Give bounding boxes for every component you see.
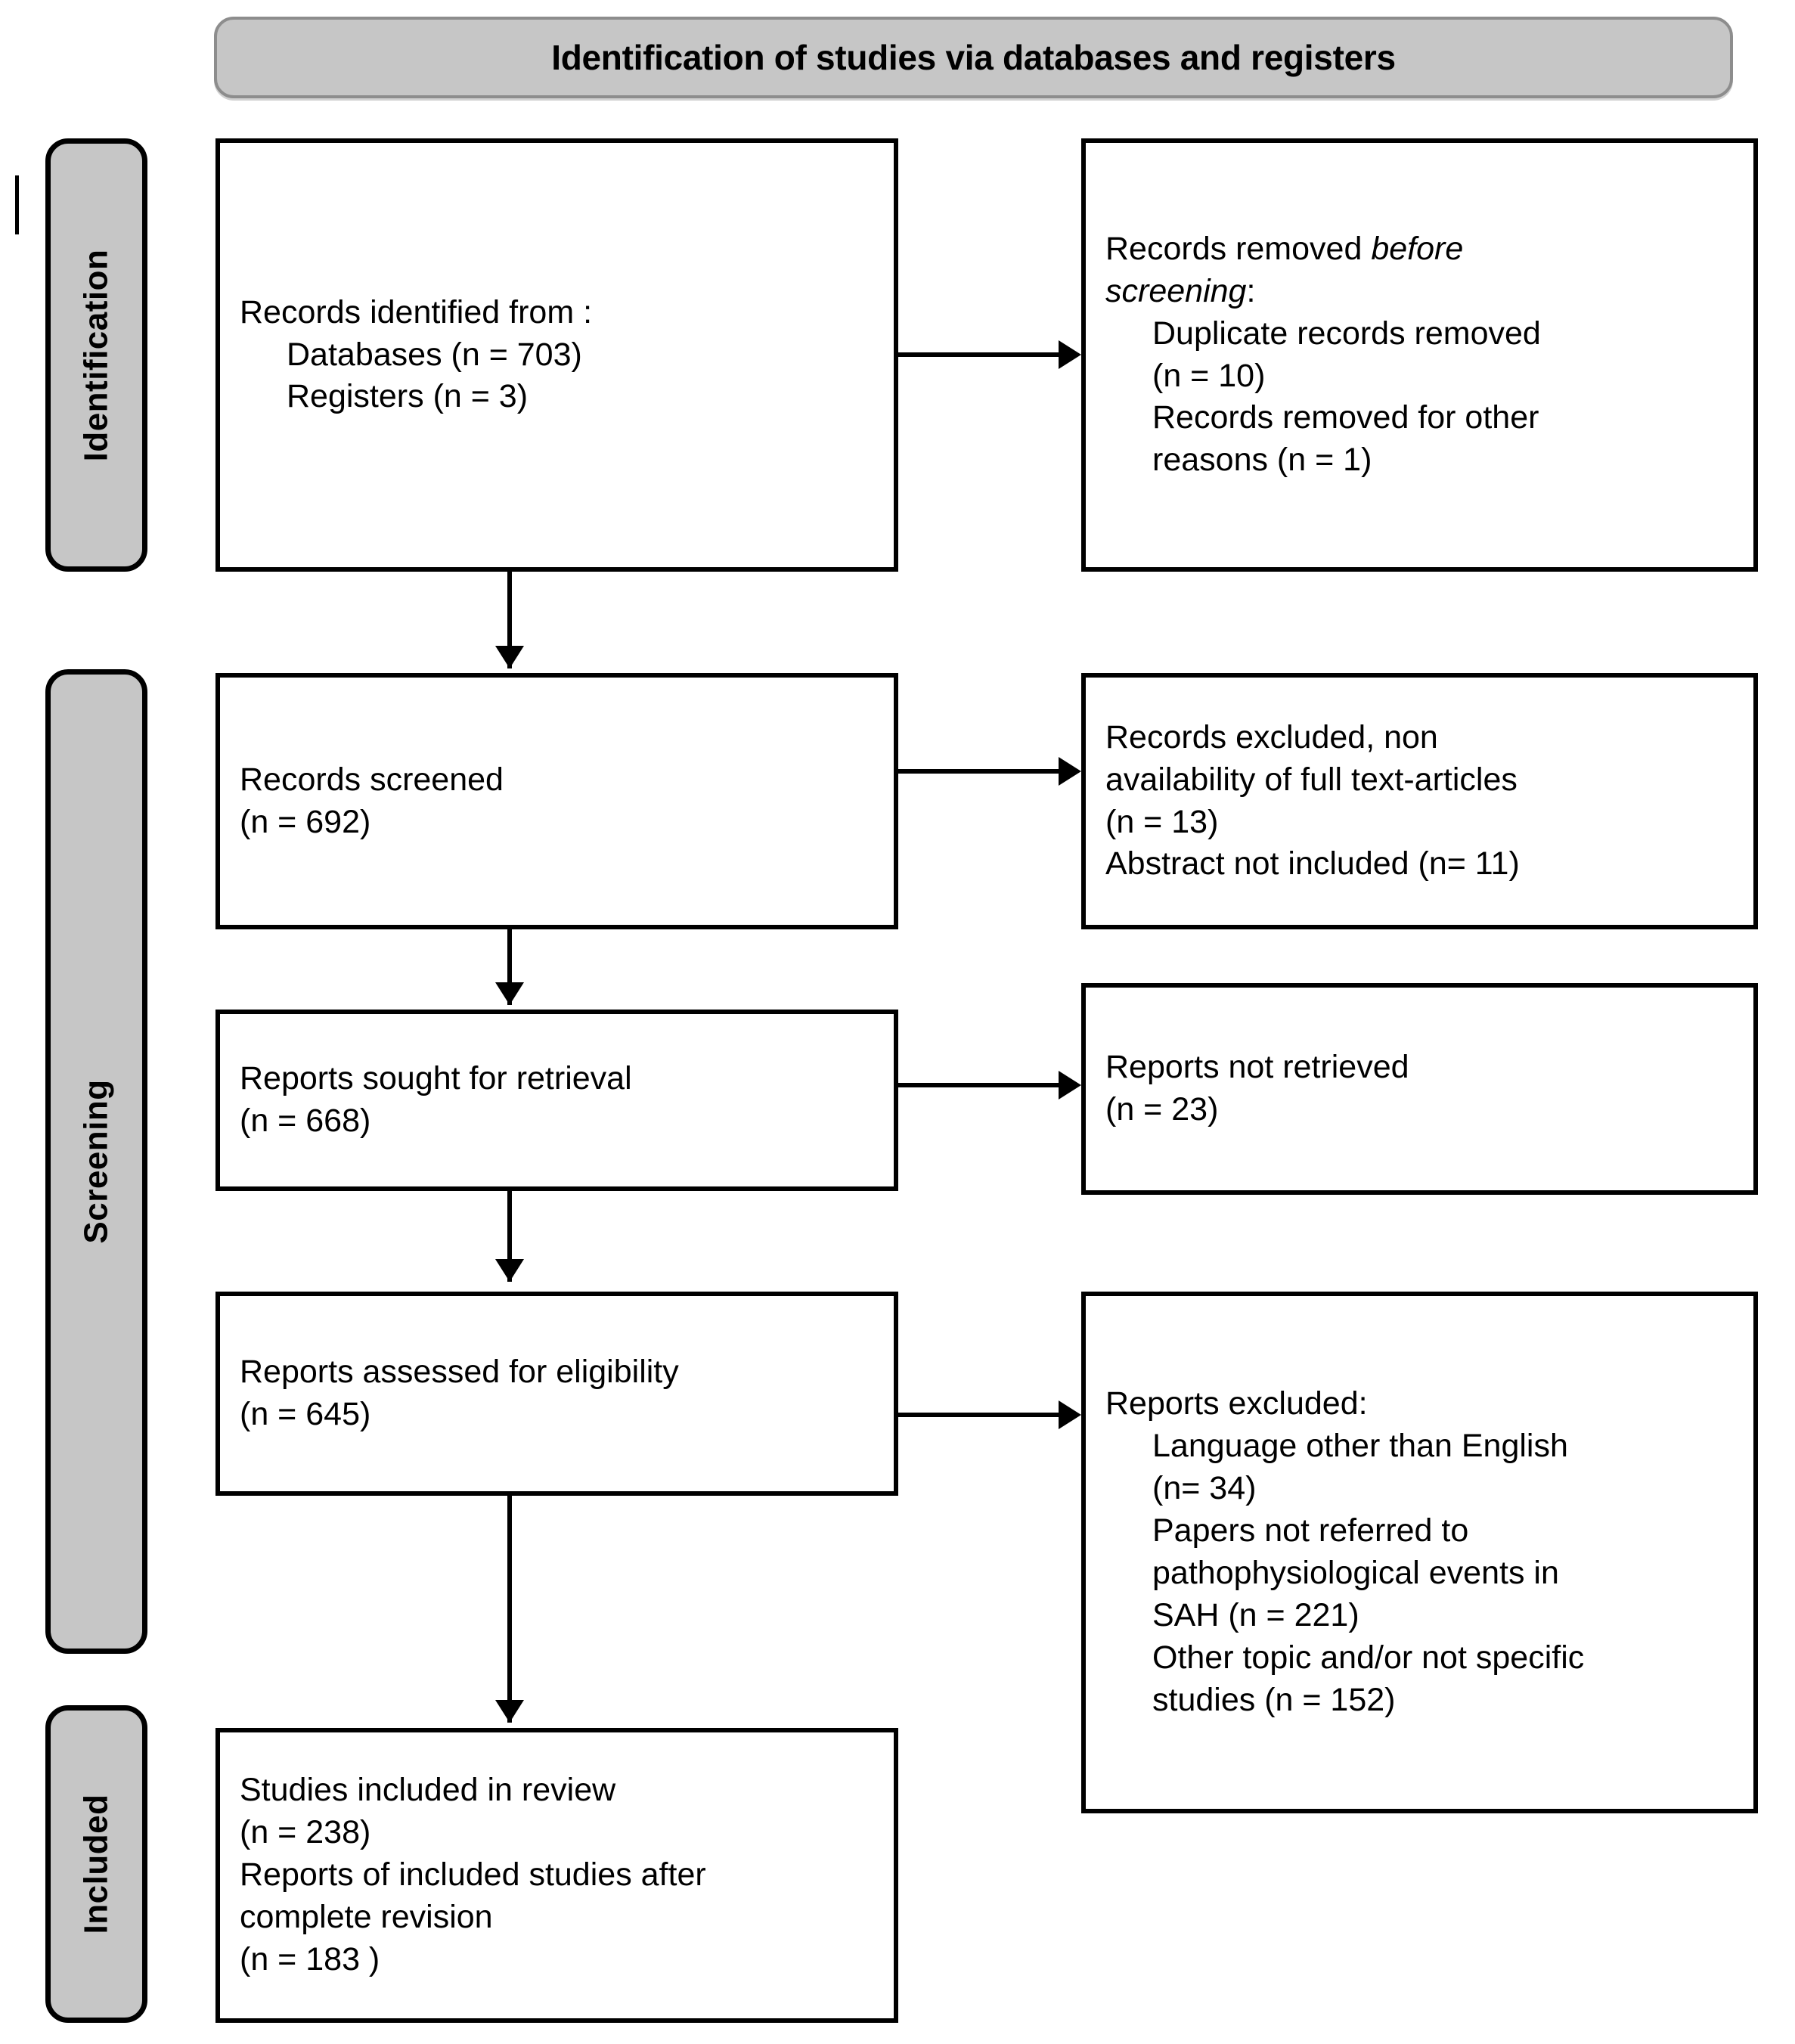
records-removed-screening-italic: screening [1105,272,1247,309]
box-records-excluded: Records excluded, non availability of fu… [1081,673,1758,929]
reports-not-retrieved-line1: Reports not retrieved [1105,1049,1409,1086]
stage-identification-label: Identification [77,249,115,461]
diagram-header-label: Identification of studies via databases … [551,38,1396,77]
arrowhead-assessed-to-included [495,1700,524,1723]
records-screened-line2: (n = 692) [240,803,371,840]
reports-sought-line2: (n = 668) [240,1103,371,1139]
records-identified-line3: Registers (n = 3) [287,378,529,415]
stray-tick-mark [15,175,19,234]
arrowhead-sought-to-assessed [495,1259,524,1282]
box-records-identified: Records identified from : Databases (n =… [215,138,898,572]
reports-assessed-line2: (n = 645) [240,1396,371,1432]
reports-excluded-line8: studies (n = 152) [1152,1681,1396,1718]
reports-excluded-line4: Papers not referred to [1152,1512,1469,1549]
records-excluded-line3: (n = 13) [1105,803,1219,840]
studies-included-line2: (n = 238) [240,1814,371,1851]
records-removed-line2: screening: [1105,271,1734,313]
connector-assessed-to-included [507,1496,512,1723]
studies-included-line4: complete revision [240,1898,493,1935]
stage-included: Included [45,1705,147,2023]
arrowhead-identified-to-removed [1059,340,1081,369]
box-records-screened: Records screened (n = 692) [215,673,898,929]
box-reports-excluded: Reports excluded: Language other than En… [1081,1292,1758,1813]
stage-identification: Identification [45,138,147,572]
records-excluded-line4: Abstract not included (n= 11) [1105,845,1520,882]
box-records-removed-before-screening: Records removed before screening: Duplic… [1081,138,1758,572]
arrowhead-screened-to-excluded [1059,757,1081,786]
records-removed-before-italic: before [1371,230,1464,267]
connector-screened-to-sought [507,929,512,1005]
arrowhead-sought-to-not-retrieved [1059,1071,1081,1100]
records-removed-line5: Records removed for other [1152,399,1539,436]
records-screened-line1: Records screened [240,761,504,798]
records-identified-line1: Records identified from : [240,293,593,330]
records-excluded-line2: availability of full text-articles [1105,761,1518,798]
stage-screening: Screening [45,669,147,1654]
records-identified-line2: Databases (n = 703) [287,336,582,373]
reports-excluded-line6: SAH (n = 221) [1152,1596,1359,1633]
reports-excluded-line7: Other topic and/or not specific [1152,1639,1585,1676]
connector-identified-to-removed [898,352,1059,357]
arrowhead-assessed-to-excluded [1059,1400,1081,1429]
records-removed-line6: reasons (n = 1) [1152,442,1372,479]
reports-excluded-line2: Language other than English [1152,1428,1568,1465]
studies-included-line5: (n = 183 ) [240,1940,380,1977]
reports-excluded-line5: pathophysiological events in [1152,1555,1559,1591]
records-excluded-line1: Records excluded, non [1105,718,1438,755]
box-reports-not-retrieved: Reports not retrieved (n = 23) [1081,983,1758,1195]
reports-not-retrieved-line2: (n = 23) [1105,1091,1219,1127]
records-removed-colon: : [1246,272,1256,309]
arrowhead-identified-to-screened [495,646,524,668]
studies-included-line3: Reports of included studies after [240,1856,706,1894]
reports-excluded-line1: Reports excluded: [1105,1385,1368,1422]
reports-excluded-line3: (n= 34) [1152,1470,1257,1507]
studies-included-line1: Studies included in review [240,1772,616,1809]
stage-screening-label: Screening [77,1079,115,1244]
records-removed-line1-text: Records removed [1105,230,1372,267]
records-removed-line4: (n = 10) [1152,357,1266,394]
connector-assessed-to-excluded [898,1413,1059,1417]
reports-sought-line1: Reports sought for retrieval [240,1060,632,1097]
records-removed-line3: Duplicate records removed [1152,315,1541,352]
stage-included-label: Included [77,1794,115,1934]
connector-screened-to-excluded [898,769,1059,774]
reports-assessed-line1: Reports assessed for eligibility [240,1354,679,1391]
diagram-header-banner: Identification of studies via databases … [214,17,1733,98]
box-studies-included: Studies included in review (n = 238) Rep… [215,1728,898,2023]
connector-identified-to-screened [507,572,512,668]
connector-sought-to-not-retrieved [898,1083,1059,1087]
box-reports-sought: Reports sought for retrieval (n = 668) [215,1010,898,1191]
arrowhead-screened-to-sought [495,982,524,1005]
records-removed-line1: Records removed before [1105,228,1734,271]
box-reports-assessed: Reports assessed for eligibility (n = 64… [215,1292,898,1496]
connector-sought-to-assessed [507,1191,512,1282]
